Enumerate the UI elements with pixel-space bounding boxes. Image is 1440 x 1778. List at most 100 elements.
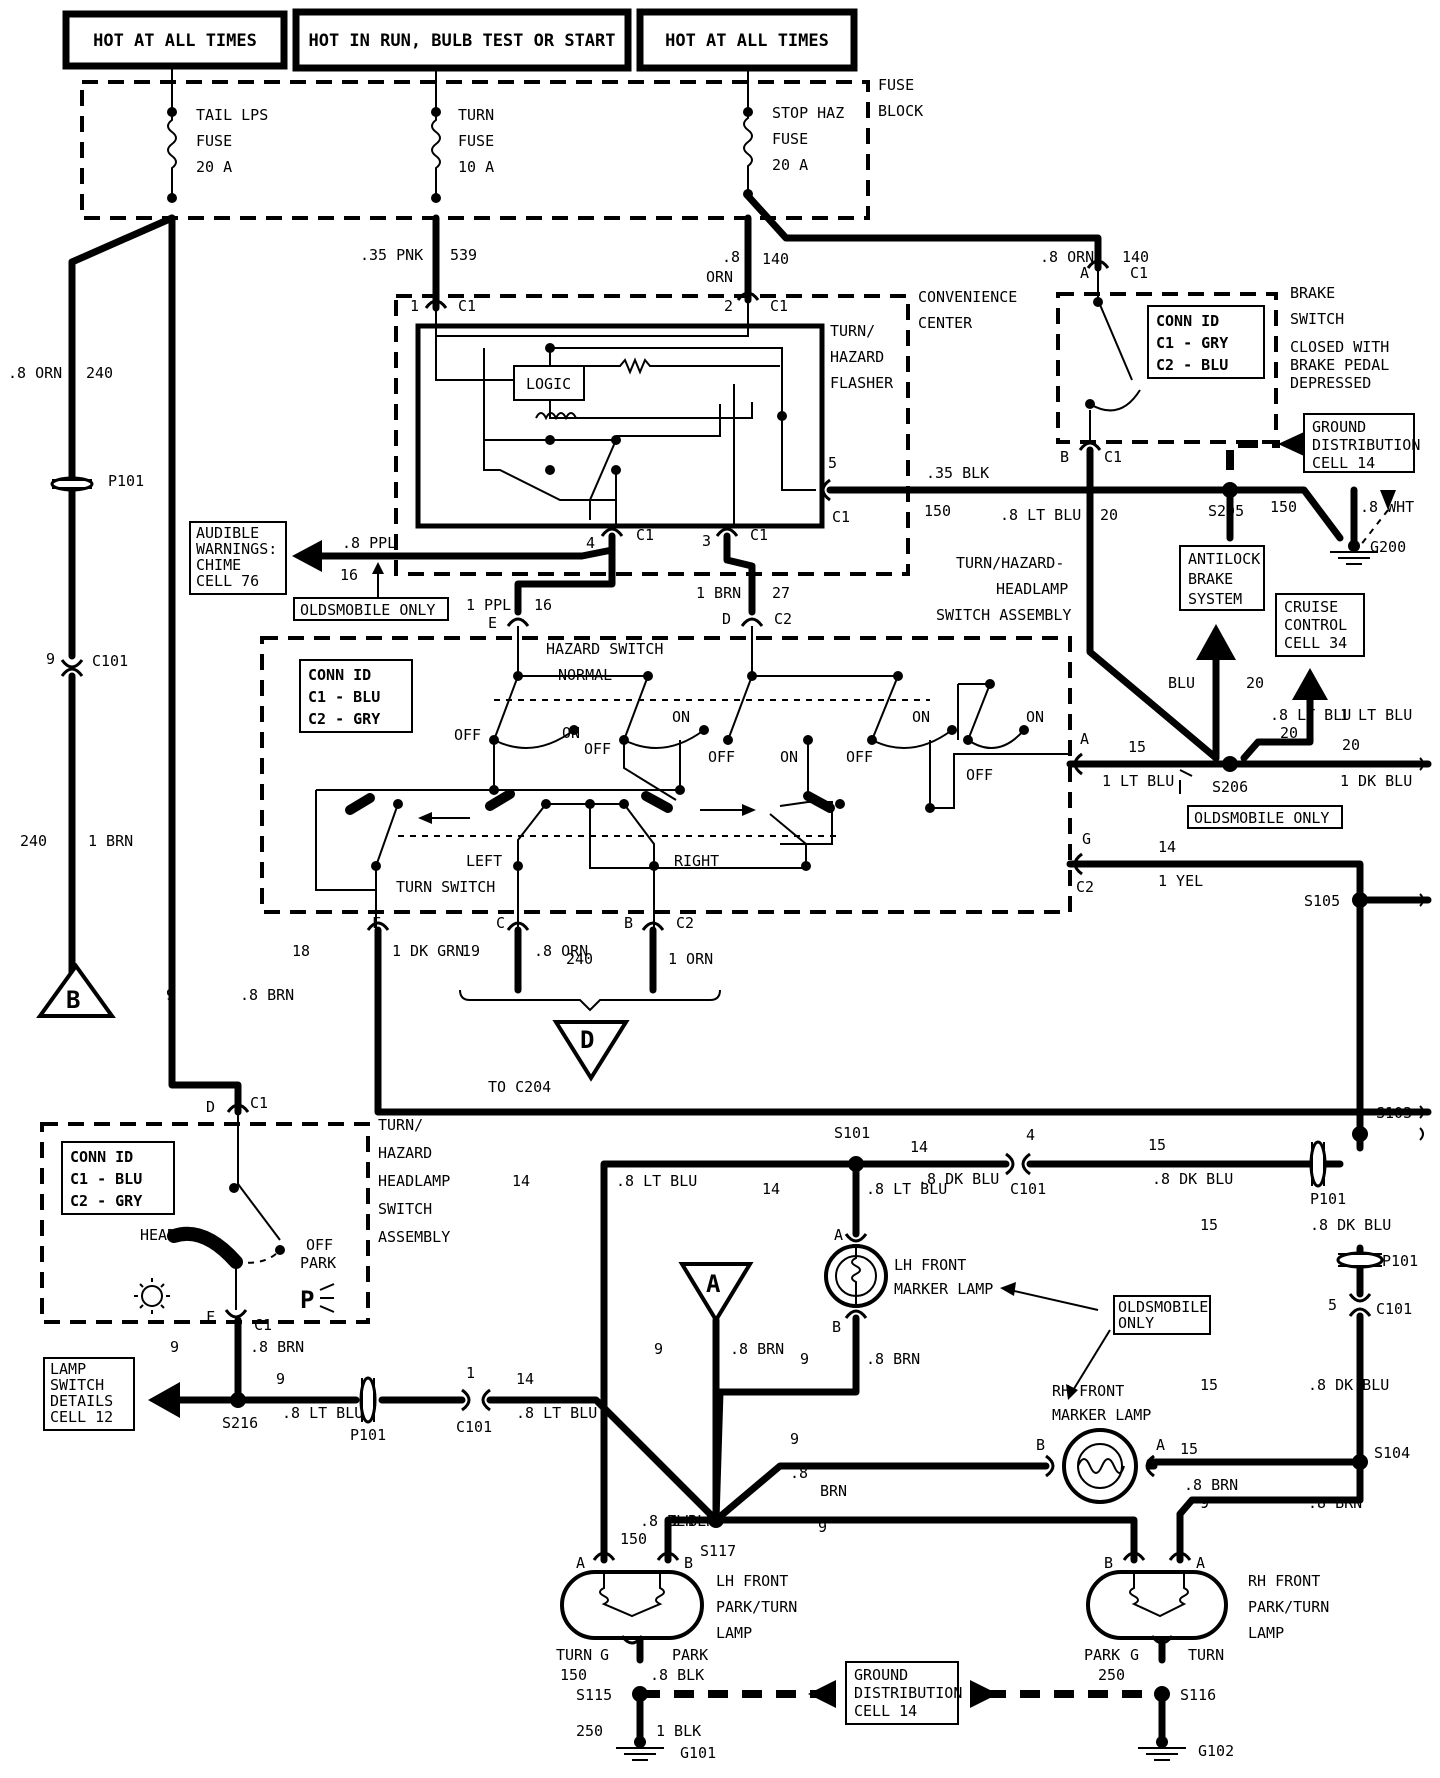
pin-e: E [488, 614, 497, 632]
svg-text:HEADLAMP: HEADLAMP [378, 1172, 450, 1190]
wire-label-8ltblu: .8 LT BLU [1000, 506, 1081, 524]
wire-label-1blk-l: 250 [576, 1722, 603, 1740]
tail-lps-fuse: TAIL LPS FUSE 20 A [196, 106, 268, 176]
c1-label: C1 [458, 297, 476, 315]
flasher-labels: TURN/ HAZARD FLASHER CONVENIENCE CENTER [830, 288, 1017, 392]
header-hot-in-run: HOT IN RUN, BULB TEST OR START [292, 8, 632, 72]
wire-label-16b: 16 [534, 596, 552, 614]
wire-label-8ltblu-2: 20 [1342, 736, 1360, 754]
wire-label-19: 1 ORN [668, 950, 713, 968]
lh-turn-pin: TURN [556, 1646, 592, 1664]
c1-label-5: C1 [750, 526, 768, 544]
fuse-block-outline [80, 80, 870, 220]
c1-label-head-2: C1 [254, 1316, 272, 1334]
svg-text:SWITCH ASSEMBLY: SWITCH ASSEMBLY [936, 606, 1071, 624]
wire-label-8blk-r: 250 [1098, 1666, 1125, 1684]
svg-text:TURN: TURN [458, 106, 494, 124]
wire-label-8ltblu-m: 14 [910, 1138, 928, 1156]
wire-label-9-c: .8 BRN [866, 1350, 920, 1368]
svg-text:ANTILOCK: ANTILOCK [1188, 550, 1260, 568]
svg-text:CONN ID: CONN ID [1156, 312, 1219, 330]
antilock-box: ANTILOCK BRAKE SYSTEM [1179, 545, 1265, 611]
svg-text:ONLY: ONLY [1118, 1314, 1154, 1332]
wire-label-8brn-c: 9 [800, 1350, 809, 1368]
wire-label-8: .8 [722, 248, 740, 266]
olds-only-3: OLDSMOBILE ONLY [1113, 1295, 1211, 1335]
wire-label-1ppl: 1 PPL [466, 596, 511, 614]
turn-switch-wipers [345, 789, 840, 930]
wire-label-140-2: 140 [1122, 248, 1149, 266]
wire-label-539: 539 [450, 246, 477, 264]
pin-b-switch: B [624, 914, 633, 932]
pin-9: 9 [46, 650, 55, 668]
header-hot-at-all-times-right: HOT AT ALL TIMES [636, 8, 858, 72]
s101-label: S101 [834, 1124, 870, 1142]
ground-dist-bottom: GROUND DISTRIBUTION CELL 14 [845, 1661, 962, 1725]
wire-label-8dkblu-a: 15 [1200, 1216, 1218, 1234]
wire-label-150-l: .8 BLK [650, 1666, 704, 1684]
svg-text:DISTRIBUTION: DISTRIBUTION [1312, 436, 1420, 454]
svg-text:FUSE: FUSE [196, 132, 232, 150]
arrow-lamp-switch [148, 1382, 180, 1418]
p101-connector-bottom [359, 1376, 377, 1424]
svg-text:FUSE: FUSE [458, 132, 494, 150]
rh-turn-pin: TURN [1188, 1646, 1224, 1664]
wire-label-20-d: 1 LT BLU [1102, 772, 1174, 790]
pin-b-lh-marker: B [832, 1318, 841, 1336]
pin-4: 4 [586, 534, 595, 552]
lh-park-pin: PARK [672, 1646, 708, 1664]
offpage-a: A [678, 1262, 754, 1324]
ground-dist-top: GROUND DISTRIBUTION CELL 14 [1303, 413, 1420, 473]
svg-text:DEPRESSED: DEPRESSED [1290, 374, 1371, 392]
off-label: OFF [306, 1236, 333, 1254]
s216-label: S216 [222, 1414, 258, 1432]
svg-text:GROUND: GROUND [854, 1666, 908, 1684]
c2-label: C2 [774, 610, 792, 628]
pin-f-head: F [206, 1308, 215, 1326]
cruise-box: CRUISE CONTROL CELL 34 [1275, 593, 1365, 657]
wire-label-8brn-f: BRN [820, 1482, 847, 1500]
wire-label-1dkgrn: 240 [566, 950, 593, 968]
headlamp-sun-icon [134, 1278, 170, 1314]
lh-g-pin: G [600, 1646, 609, 1664]
fuse-block-label-2: BLOCK [878, 102, 923, 120]
s105-label: S105 [1304, 892, 1340, 910]
wire-label-20-c: 1 DK BLU [1340, 772, 1412, 790]
svg-text:ON: ON [780, 748, 798, 766]
svg-text:CONN ID: CONN ID [70, 1148, 133, 1166]
svg-text:TURN/: TURN/ [378, 1116, 423, 1134]
svg-text:HEADLAMP: HEADLAMP [996, 580, 1068, 598]
svg-text:CELL 14: CELL 14 [854, 1702, 917, 1720]
wire-label-1dkblu: 14 [1158, 838, 1176, 856]
c1-label-7: C1 [1104, 448, 1122, 466]
rh-marker-label: RH FRONT [1052, 1382, 1124, 1400]
s216-splice [230, 1392, 246, 1408]
svg-text:SYSTEM: SYSTEM [1188, 590, 1242, 608]
svg-text:TURN SWITCH: TURN SWITCH [396, 878, 495, 896]
headlamp-conn-id: CONN ID C1 - BLU C2 - GRY [61, 1141, 175, 1215]
c101-left [60, 659, 84, 677]
svg-text:ON: ON [562, 724, 580, 742]
s206-label: S206 [1212, 778, 1248, 796]
wire-label-8orn-2: .8 ORN [1040, 248, 1094, 266]
lh-front-park-turn-lamp [560, 1551, 704, 1645]
p101-connector-right [1309, 1140, 1327, 1188]
svg-text:CRUISE: CRUISE [1284, 598, 1338, 616]
svg-text:ON: ON [1026, 708, 1044, 726]
headlamp-c1-f [224, 1309, 248, 1319]
arrow-antilock [1196, 624, 1236, 660]
svg-text:BRAKE PEDAL: BRAKE PEDAL [1290, 356, 1389, 374]
g101-label: G101 [680, 1744, 716, 1762]
wire-label-150: 150 [924, 502, 951, 520]
rh-park-label-3: LAMP [1248, 1624, 1284, 1642]
wire-label-1ltblu-f: 18 [292, 942, 310, 960]
wire-label-1yel: 19 [462, 942, 480, 960]
svg-text:LEFT: LEFT [466, 852, 502, 870]
c101-label-4: C101 [1376, 1300, 1412, 1318]
svg-text:HOT IN RUN, BULB TEST OR START: HOT IN RUN, BULB TEST OR START [308, 31, 615, 51]
bracket-d [459, 989, 721, 1012]
brake-switch-label: BRAKE SWITCH CLOSED WITH BRAKE PEDAL DEP… [1290, 284, 1389, 392]
logic-label: LOGIC [526, 375, 571, 393]
svg-text:C2 - GRY: C2 - GRY [70, 1192, 142, 1210]
wire-label-9-g: 1 BLK [670, 1512, 715, 1530]
